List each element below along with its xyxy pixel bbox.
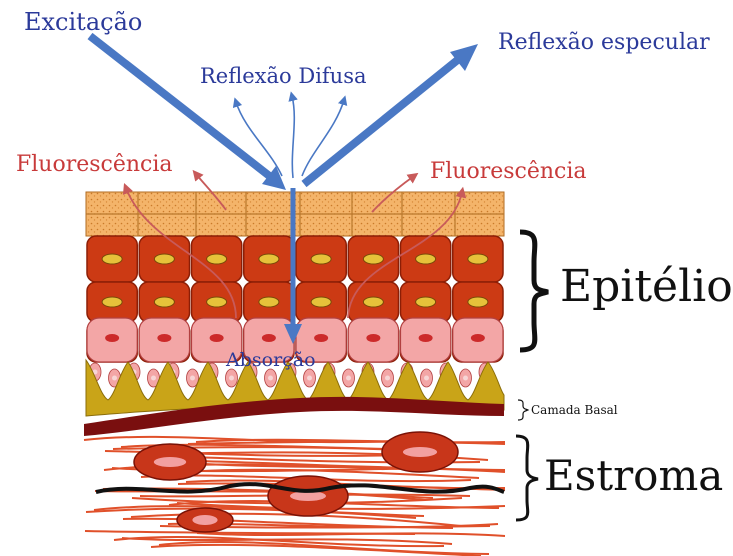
collagen-fiber xyxy=(188,442,505,444)
cell-nucleus xyxy=(403,447,437,457)
cell-nucleus xyxy=(468,254,488,264)
cell-nucleus xyxy=(416,254,436,264)
fluorescence-label-left: Fluorescência xyxy=(16,152,173,177)
cell-nucleus xyxy=(102,297,122,307)
cell-nucleus xyxy=(154,297,174,307)
excitation-label: Excitação xyxy=(24,8,142,36)
cell-nucleus xyxy=(346,376,351,381)
stroma-layer xyxy=(84,432,505,556)
cell-nucleus xyxy=(363,297,383,307)
basal-layer-label: Camada Basal xyxy=(531,403,618,417)
cell-nucleus xyxy=(229,376,234,381)
cell-nucleus xyxy=(471,334,485,342)
cell-nucleus xyxy=(102,254,122,264)
cell-nucleus xyxy=(105,334,119,342)
diffuse-reflection-arrow xyxy=(292,96,294,178)
cell-nucleus xyxy=(363,254,383,264)
absorption-label: Absorção xyxy=(226,349,316,371)
epithelium-label: Epitélio xyxy=(560,261,733,312)
cell-nucleus xyxy=(210,334,224,342)
cell-nucleus xyxy=(416,297,436,307)
cell-nucleus xyxy=(112,376,117,381)
specular-reflection-label: Reflexão especular xyxy=(498,30,710,55)
cell-nucleus xyxy=(424,376,429,381)
fluorescence-label-right: Fluorescência xyxy=(430,159,587,184)
cell-nucleus xyxy=(268,376,273,381)
cell-nucleus xyxy=(259,254,279,264)
stroma-label: Estroma xyxy=(544,451,723,500)
cell-nucleus xyxy=(151,376,156,381)
epithelium-bracket xyxy=(520,232,548,350)
cell-nucleus xyxy=(262,334,276,342)
cell-nucleus xyxy=(463,376,468,381)
cell-nucleus xyxy=(154,457,186,467)
cell-nucleus xyxy=(157,334,171,342)
cell-nucleus xyxy=(207,254,227,264)
cell-nucleus xyxy=(314,334,328,342)
diffuse-reflection-label: Reflexão Difusa xyxy=(200,64,367,88)
cell-nucleus xyxy=(207,297,227,307)
cell-nucleus xyxy=(190,376,195,381)
cell-nucleus xyxy=(385,376,390,381)
cell-nucleus xyxy=(154,254,174,264)
cell-nucleus xyxy=(311,297,331,307)
cell-nucleus xyxy=(468,297,488,307)
stroma-bracket xyxy=(516,436,538,520)
cell-nucleus xyxy=(307,376,312,381)
cell-nucleus xyxy=(366,334,380,342)
cell-nucleus xyxy=(259,297,279,307)
basal-bracket xyxy=(518,400,528,420)
cell-nucleus xyxy=(311,254,331,264)
cell-nucleus xyxy=(192,515,217,525)
cell-nucleus xyxy=(419,334,433,342)
